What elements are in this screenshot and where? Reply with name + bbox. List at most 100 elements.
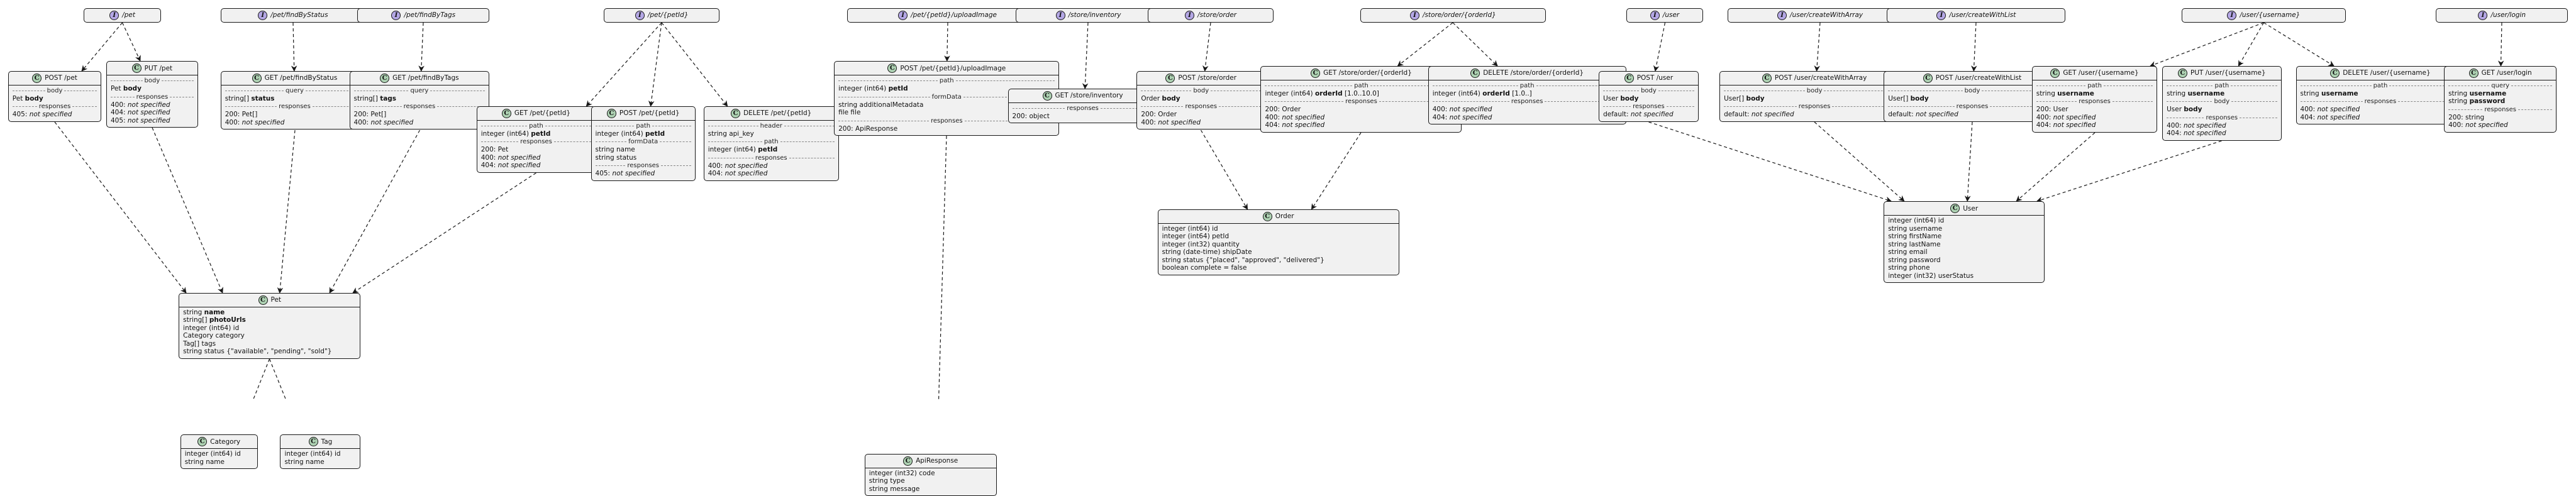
model-order-title: Order [1275, 212, 1294, 221]
section-label-responses: responses [1888, 103, 2057, 110]
operation-post-user-createwitharray-title: POST /user/createWithArray [1774, 74, 1867, 82]
field-line: 404: not specified [1432, 113, 1492, 121]
model-field: string message [869, 485, 920, 493]
field-line: integer (int64) petId [838, 85, 908, 93]
model-category-title: Category [210, 438, 241, 446]
field-line: 405: not specified [595, 170, 655, 178]
interface-store-inventory[interactable]: I/store/inventory [1016, 8, 1161, 23]
interface-store-order-orderid[interactable]: I/store/order/{orderId} [1360, 8, 1546, 23]
field-line: 400: not specified [353, 118, 414, 126]
interface-stereotype-icon: I [109, 10, 119, 20]
model-field: string password [1888, 256, 1941, 264]
section-label-query: query [2448, 82, 2552, 89]
operation-get-user-username-title: GET /user/{username} [2063, 69, 2139, 77]
interface-stereotype-icon: I [1650, 10, 1660, 20]
field-line: 400: not specified [110, 101, 170, 109]
interface-user-header: I/user [1627, 9, 1703, 22]
operation-post-pet-title: POST /pet [45, 74, 77, 82]
class-stereotype-icon: C [131, 63, 142, 74]
class-stereotype-icon: C [258, 295, 268, 305]
class-stereotype-icon: C [2330, 68, 2340, 78]
interface-store-order[interactable]: I/store/order [1148, 8, 1274, 23]
field-line: integer (int64) orderId [1.0..] [1432, 89, 1532, 97]
model-field: integer (int64) id [1162, 224, 1218, 233]
dependency-arrow [329, 130, 421, 294]
interface-user-createwithlist[interactable]: I/user/createWithList [1887, 8, 2066, 23]
interface-store-inventory-header: I/store/inventory [1016, 9, 1160, 22]
field-line: Pet body [12, 94, 43, 102]
interface-store-inventory-title: /store/inventory [1068, 11, 1121, 19]
field-line: User body [1603, 94, 1639, 102]
class-stereotype-icon: C [1470, 68, 1480, 78]
field-line: 404: not specified [708, 170, 768, 178]
class-stereotype-icon: C [308, 437, 318, 447]
section-label-responses: responses [481, 138, 591, 145]
interface-stereotype-icon: I [635, 10, 645, 20]
field-line: integer (int64) orderId [1.0..10.0] [1265, 89, 1379, 97]
model-field: string username [1888, 224, 1943, 233]
dependency-arrow [1200, 130, 1248, 210]
interface-user-createwitharray[interactable]: I/user/createWithArray [1727, 8, 1913, 23]
field-line: 405: not specified [110, 116, 170, 124]
field-line: 404: not specified [2036, 121, 2096, 130]
operation-get-pet-petid-title: GET /pet/{petId} [514, 109, 571, 118]
interface-user-login[interactable]: I/user/login [2436, 8, 2568, 23]
section-label-responses: responses [1265, 98, 1457, 105]
field-line: 405: not specified [12, 111, 72, 119]
dependency-arrow [252, 358, 270, 400]
model-field: boolean complete = false [1162, 264, 1247, 272]
class-stereotype-icon: C [2468, 68, 2479, 78]
interface-user-username[interactable]: I/user/{username} [2181, 8, 2346, 23]
interface-pet-petid-uploadimage[interactable]: I/pet/{petId}/uploadImage [847, 8, 1048, 23]
operation-put-user-username-title: PUT /user/{username} [2190, 69, 2266, 77]
dependency-arrow [648, 22, 662, 107]
operation-get-store-inventory-title: GET /store/inventory [1055, 92, 1123, 100]
interface-user-login-title: /user/login [2490, 11, 2526, 19]
interface-pet[interactable]: I/pet [84, 8, 161, 23]
section-label-path: path [1433, 82, 1622, 89]
field-line: 404: not specified [2167, 130, 2226, 138]
interface-pet-petid[interactable]: I/pet/{petId} [604, 8, 720, 23]
interface-pet-findbytags[interactable]: I/pet/findByTags [357, 8, 490, 23]
interface-user[interactable]: I/user [1626, 8, 1704, 23]
field-line: string username [2167, 89, 2225, 97]
model-field: Category category [183, 332, 245, 340]
section-label-body: body [1724, 87, 1905, 94]
interface-pet-findbystatus[interactable]: I/pet/findByStatus [220, 8, 366, 23]
field-line: string username [2300, 89, 2358, 97]
section-label-responses: responses [2167, 114, 2277, 121]
